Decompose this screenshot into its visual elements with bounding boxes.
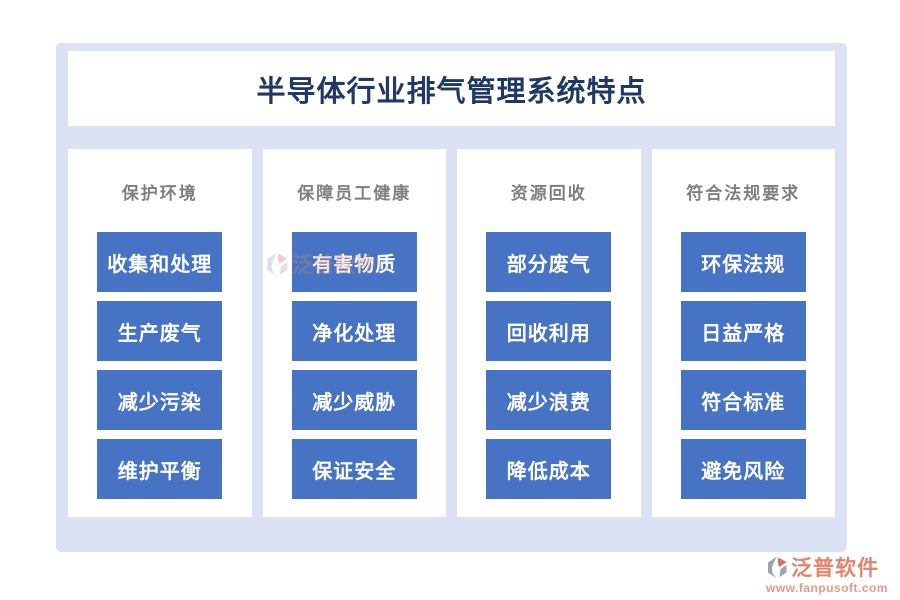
- feature-item: 净化处理: [291, 301, 417, 361]
- feature-item: 生产废气: [97, 301, 223, 361]
- column-header: 保护环境: [121, 184, 198, 203]
- title-bar: 半导体行业排气管理系统特点: [68, 51, 835, 126]
- brand-block: 泛普软件 www.fanpusoft.com: [766, 552, 888, 595]
- column-header: 保障员工健康: [297, 184, 412, 203]
- feature-item: 符合标准: [680, 370, 806, 430]
- feature-item: 减少威胁: [291, 370, 417, 430]
- feature-item: 日益严格: [680, 301, 806, 361]
- page-title: 半导体行业排气管理系统特点: [256, 75, 647, 108]
- feature-item: 降低成本: [486, 439, 612, 499]
- brand-name: 泛普软件: [791, 557, 879, 580]
- feature-item: 有害物质: [291, 232, 417, 292]
- fanpusoft-logo-icon: [768, 556, 787, 578]
- column-employee-health: 保障员工健康 有害物质 净化处理 减少威胁 保证安全: [262, 149, 446, 517]
- feature-item: 维护平衡: [97, 439, 223, 499]
- feature-item: 部分废气: [486, 232, 612, 292]
- feature-item: 减少浪费: [486, 370, 612, 430]
- feature-item: 减少污染: [97, 370, 223, 430]
- column-header: 资源回收: [510, 184, 587, 203]
- feature-item: 保证安全: [291, 439, 417, 499]
- column-regulatory-compliance: 符合法规要求 环保法规 日益严格 符合标准 避免风险: [651, 149, 835, 517]
- column-protect-environment: 保护环境 收集和处理 生产废气 减少污染 维护平衡: [68, 149, 252, 517]
- feature-item: 收集和处理: [97, 232, 223, 292]
- column-header: 符合法规要求: [686, 184, 801, 203]
- brand-url: www.fanpusoft.com: [766, 581, 889, 595]
- column-resource-recovery: 资源回收 部分废气 回收利用 减少浪费 降低成本: [457, 149, 641, 517]
- feature-item: 环保法规: [680, 232, 806, 292]
- feature-item: 避免风险: [680, 439, 806, 499]
- feature-columns: 保护环境 收集和处理 生产废气 减少污染 维护平衡 保障员工健康 有害物质 净化…: [68, 149, 835, 517]
- feature-item: 回收利用: [486, 301, 612, 361]
- diagram-board: 半导体行业排气管理系统特点 保护环境 收集和处理 生产废气 减少污染 维护平衡 …: [56, 43, 847, 552]
